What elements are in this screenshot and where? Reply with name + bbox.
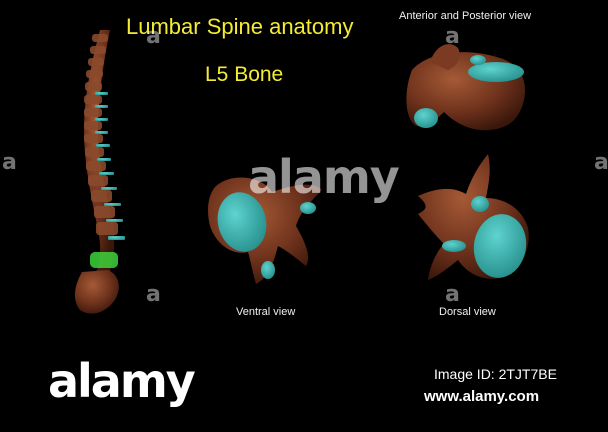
watermark-letter: a: [445, 24, 460, 49]
watermark-letter: a: [2, 150, 17, 175]
image-id: Image ID: 2TJT7BE: [434, 366, 557, 382]
l5-dorsal-view: [418, 154, 529, 280]
l5-highlight: [90, 252, 118, 268]
ventral-view-label: Ventral view: [236, 306, 296, 318]
watermark-wordmark: alamy: [248, 150, 400, 204]
image-title: Lumbar Spine anatomy: [126, 14, 354, 39]
spine-column: [74, 30, 125, 314]
anterior-posterior-view-label: Anterior and Posterior view: [399, 10, 532, 22]
watermark-letter: a: [146, 282, 161, 307]
watermark-letter: a: [146, 24, 161, 49]
dorsal-view-label: Dorsal view: [439, 306, 496, 318]
site-url: www.alamy.com: [424, 388, 540, 405]
l5-ventral-view: [208, 177, 322, 284]
sacrum: [74, 270, 119, 314]
watermark-letter: a: [445, 282, 460, 307]
image-subtitle: L5 Bone: [205, 63, 284, 86]
footer-bar: [0, 342, 608, 432]
watermark-letter: a: [594, 150, 608, 175]
l5-anterior-posterior-view: [406, 44, 525, 131]
alamy-logo: alamy: [48, 354, 196, 408]
